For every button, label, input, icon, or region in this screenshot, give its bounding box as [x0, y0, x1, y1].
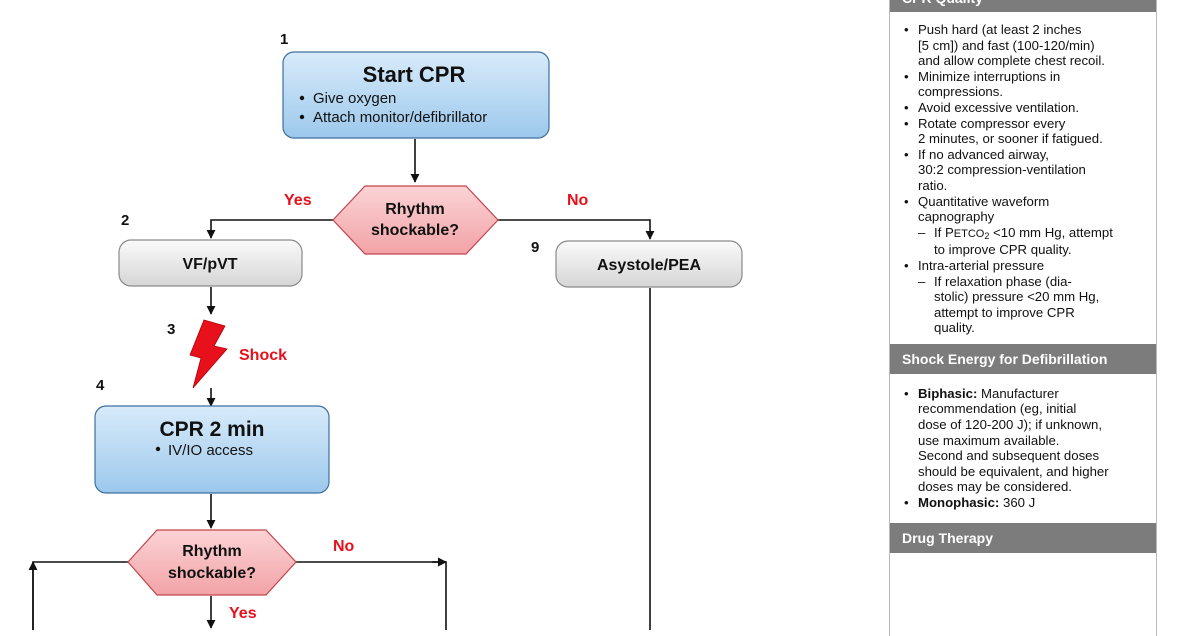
shock-energy-list: Biphasic: Manufacturer recommendation (e… — [890, 374, 1156, 519]
list-item: Intra-arterial pressure If relaxation ph… — [904, 258, 1148, 336]
cpr-2min-title: CPR 2 min — [159, 418, 264, 441]
biphasic-label: Biphasic: — [918, 385, 978, 401]
text-line: dose of 120-200 J); if unknown, — [918, 417, 1103, 433]
drug-therapy-header: Drug Therapy — [890, 522, 1156, 553]
text-fragment: <10 mm Hg, attempt — [989, 224, 1113, 240]
text-line: compressions. — [918, 84, 1004, 100]
text-line: quality. — [934, 320, 975, 336]
text-line: capnography — [918, 209, 995, 225]
text-line: recommendation (eg, initial — [918, 401, 1077, 417]
vf-pvt-box: VF/pVT — [118, 239, 303, 287]
text-line: attempt to improve CPR — [934, 304, 1075, 320]
text-line: Monophasic: 360 J — [918, 495, 1148, 511]
asystole-pea-label: Asystole/PEA — [597, 257, 701, 274]
sub-list-item: If relaxation phase (dia- stolic) pressu… — [918, 274, 1148, 336]
asystole-pea-box: Asystole/PEA — [555, 240, 743, 288]
sub-list-item: If PETCO2 <10 mm Hg, attempt to improve … — [918, 225, 1148, 258]
start-cpr-bullet-2: Attach monitor/defibrillator — [313, 109, 487, 126]
text-line: 30:2 compression-ventilation — [918, 162, 1086, 178]
yes-label-2: Yes — [229, 605, 257, 622]
list-item: Push hard (at least 2 inches [5 cm]) and… — [904, 22, 1148, 69]
text-line: Push hard (at least 2 inches — [918, 22, 1082, 37]
list-item: If no advanced airway, 30:2 compression-… — [904, 147, 1148, 194]
text-line: Minimize interruptions in — [918, 68, 1061, 84]
text-fragment: Manufacturer — [977, 385, 1059, 401]
subscript: 2 — [984, 230, 990, 241]
arrow-check2-no — [296, 561, 447, 630]
text-line: to improve CPR quality. — [934, 242, 1072, 258]
text-line: doses may be considered. — [918, 479, 1072, 495]
text-line: Avoid excessive ventilation. — [918, 99, 1080, 115]
text-line: Quantitative waveform — [918, 193, 1050, 209]
text-line: If PETCO2 <10 mm Hg, attempt — [934, 225, 1148, 243]
text-line: Biphasic: Manufacturer — [918, 386, 1148, 402]
step-number-3: 3 — [167, 321, 175, 338]
text-line: Second and subsequent doses — [918, 448, 1100, 464]
rhythm-check-2-line2: shockable? — [168, 565, 256, 582]
text-line: Intra-arterial pressure — [918, 257, 1045, 273]
pressure-sublist: If relaxation phase (dia- stolic) pressu… — [918, 274, 1148, 336]
arrow-check1-yes — [206, 219, 333, 239]
lightning-bolt-icon — [189, 319, 228, 389]
rhythm-check-1-line1: Rhythm — [385, 201, 445, 218]
text-fragment: If P — [934, 224, 954, 240]
rhythm-check-diamond-2: Rhythm shockable? — [127, 529, 297, 596]
list-item: Quantitative waveform capnography If PET… — [904, 194, 1148, 258]
text-fragment: ETCO — [953, 227, 985, 240]
capnography-sublist: If PETCO2 <10 mm Hg, attempt to improve … — [918, 225, 1148, 258]
cpr-quality-header: CPR Quality — [890, 0, 1156, 12]
cpr-2min-box: CPR 2 min IV/IO access — [94, 405, 330, 494]
list-item: Rotate compressor every 2 minutes, or so… — [904, 116, 1148, 147]
text-line: If relaxation phase (dia- — [934, 273, 1072, 289]
yes-label-1: Yes — [284, 192, 312, 209]
arrow-check1-no — [498, 219, 655, 240]
shock-label: Shock — [239, 347, 287, 364]
text-line: If no advanced airway, — [918, 146, 1049, 162]
connector-lines — [28, 139, 655, 630]
bullet-dot — [299, 95, 305, 101]
monophasic-label: Monophasic: — [918, 495, 1000, 511]
cpr-2min-bullet-1: IV/IO access — [168, 442, 253, 459]
text-line: [5 cm]) and fast (100-120/min) — [918, 37, 1095, 53]
cpr-quality-list: Push hard (at least 2 inches [5 cm]) and… — [890, 12, 1156, 344]
text-line: and allow complete chest recoil. — [918, 53, 1105, 69]
step-number-1: 1 — [280, 31, 288, 48]
list-item: Minimize interruptions in compressions. — [904, 69, 1148, 100]
text-line: stolic) pressure <20 mm Hg, — [934, 289, 1100, 305]
start-cpr-bullet-1: Give oxygen — [313, 90, 396, 107]
rhythm-check-1-line2: shockable? — [371, 222, 459, 239]
bullet-dot — [155, 446, 161, 452]
return-line-left — [32, 561, 128, 630]
start-cpr-box: Start CPR Give oxygen Attach monitor/def… — [282, 51, 550, 139]
text-fragment: 360 J — [999, 495, 1036, 511]
no-label-1: No — [567, 192, 589, 209]
list-item: Biphasic: Manufacturer recommendation (e… — [904, 386, 1148, 495]
text-line: should be equivalent, and higher — [918, 463, 1109, 479]
text-line: ratio. — [918, 177, 948, 193]
no-label-2: No — [333, 538, 355, 555]
start-cpr-title: Start CPR — [363, 62, 466, 87]
bullet-dot — [299, 114, 305, 120]
text-line: 2 minutes, or sooner if fatigued. — [918, 131, 1103, 147]
rhythm-check-diamond-1: Rhythm shockable? — [332, 185, 499, 255]
text-line: use maximum available. — [918, 432, 1060, 448]
list-item: Monophasic: 360 J — [904, 495, 1148, 511]
step-number-9: 9 — [531, 239, 539, 256]
vf-pvt-label: VF/pVT — [182, 256, 237, 273]
step-number-2: 2 — [121, 212, 129, 229]
shock-energy-header: Shock Energy for Defibrillation — [890, 343, 1156, 374]
step-number-4: 4 — [96, 377, 105, 394]
info-panel: CPR Quality Push hard (at least 2 inches… — [889, 0, 1157, 636]
list-item: Avoid excessive ventilation. — [904, 100, 1148, 116]
text-line: Rotate compressor every — [918, 115, 1066, 131]
rhythm-check-2-line1: Rhythm — [182, 543, 242, 560]
